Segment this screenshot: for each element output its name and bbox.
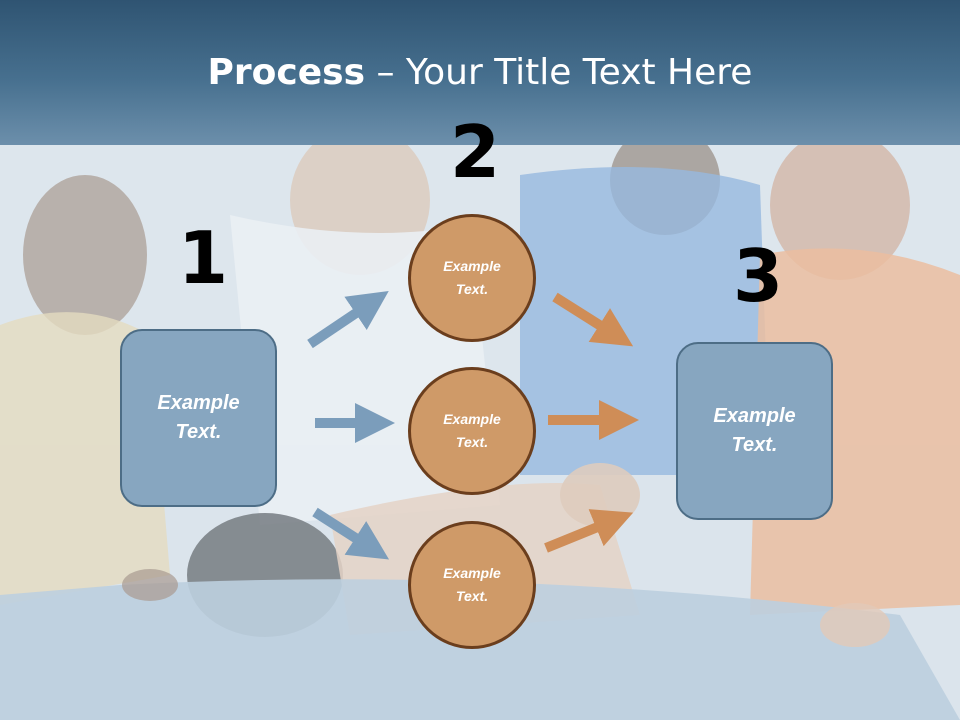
circle-top-line-2: Text. — [455, 281, 489, 297]
circle-bottom-line-1: Example — [443, 565, 501, 581]
title-bar: Process – Your Title Text Here — [0, 0, 960, 145]
circle-top-line-1: Example — [443, 258, 501, 274]
slide-title: Process – Your Title Text Here — [0, 52, 960, 93]
step-2-circle-middle[interactable]: Example Text. — [408, 367, 536, 495]
arrow-top-to-right — [552, 292, 634, 347]
circle-middle-line-2: Text. — [455, 434, 489, 450]
step-1-line-2: Text. — [175, 421, 222, 443]
step-3-line-1: Example — [713, 405, 796, 427]
circle-bottom-line-2: Text. — [455, 588, 489, 604]
circle-middle-text: Example Text. — [443, 408, 501, 454]
step-1-line-1: Example — [157, 392, 240, 414]
arrow-bottom-to-right — [544, 509, 634, 553]
step-number-3: 3 — [733, 234, 784, 318]
circle-middle-line-1: Example — [443, 411, 501, 427]
step-3-box-text: Example Text. — [713, 402, 795, 460]
circle-top-text: Example Text. — [443, 255, 501, 301]
step-1-box-text: Example Text. — [157, 389, 239, 447]
step-3-box[interactable]: Example Text. — [676, 342, 833, 520]
title-bold: Process — [207, 52, 366, 93]
step-2-circle-top[interactable]: Example Text. — [408, 214, 536, 342]
step-2-circle-bottom[interactable]: Example Text. — [408, 521, 536, 649]
arrow-left-to-bottom — [312, 507, 390, 560]
step-1-box[interactable]: Example Text. — [120, 329, 277, 507]
title-rest: – Your Title Text Here — [365, 52, 753, 93]
arrow-left-to-top — [307, 291, 389, 349]
step-number-2: 2 — [450, 110, 501, 194]
circle-bottom-text: Example Text. — [443, 562, 501, 608]
step-3-line-2: Text. — [731, 434, 778, 456]
step-number-1: 1 — [178, 216, 229, 300]
